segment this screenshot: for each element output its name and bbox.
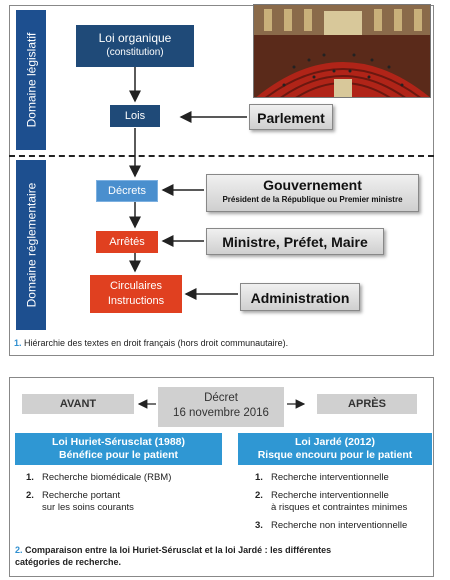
loi-organique-sublabel: (constitution) (106, 47, 164, 58)
regulatory-domain-bar: Domaine réglementaire (16, 160, 46, 330)
administration-label: Administration (250, 290, 350, 306)
left-law-header: Loi Huriet-Sérusclat (1988) Bénéfice pou… (15, 433, 222, 465)
decret-box: Décret 16 novembre 2016 (158, 387, 284, 427)
lois-label: Lois (124, 110, 146, 122)
right-law-header: Loi Jardé (2012) Risque encouru pour le … (238, 433, 432, 465)
ministre-box: Ministre, Préfet, Maire (206, 228, 384, 255)
legislative-domain-bar: Domaine législatif (16, 10, 46, 150)
figure-1-caption-number: 1. (14, 338, 22, 348)
left-research-list: 1.Recherche biomédicale (RBM) 2.Recherch… (26, 472, 221, 514)
figure-2-caption: 2. Comparaison entre la loi Huriet-Sérus… (15, 544, 430, 568)
loi-organique-box: Loi organique (constitution) (76, 25, 194, 67)
figure-1-connectors (129, 67, 247, 300)
figure-1-caption: 1. Hiérarchie des textes en droit frança… (14, 338, 429, 348)
left-law-subtitle: Bénéfice pour le patient (58, 449, 179, 461)
figure-2-caption-number: 2. (15, 545, 23, 555)
list-item: 1.Recherche interventionnelle (255, 472, 389, 483)
circulaires-box: Circulaires Instructions (90, 275, 182, 313)
figure-1-caption-text: Hiérarchie des textes en droit français … (24, 338, 289, 348)
apres-label-box: APRÈS (317, 394, 417, 414)
figure-2-caption-text-2: catégories de recherche. (15, 557, 122, 567)
parlement-box: Parlement (249, 104, 333, 130)
parliament-photo (253, 4, 431, 98)
list-item: 3.Recherche non interventionnelle (255, 520, 408, 531)
right-law-subtitle: Risque encouru pour le patient (257, 449, 413, 461)
figure-2-timeline-arrows (137, 399, 306, 409)
figure-2-caption-text-1: Comparaison entre la loi Huriet-Séruscla… (25, 545, 332, 555)
ministre-label: Ministre, Préfet, Maire (222, 234, 368, 250)
avant-label: AVANT (59, 398, 97, 410)
list-item: 1.Recherche biomédicale (RBM) (26, 472, 172, 483)
right-law-title: Loi Jardé (2012) (295, 436, 375, 448)
instructions-label: Instructions (107, 295, 165, 307)
loi-organique-label: Loi organique (98, 31, 172, 45)
apres-label: APRÈS (348, 398, 386, 410)
list-item: 2.Recherche interventionnelle (255, 490, 389, 501)
administration-box: Administration (240, 283, 360, 311)
figure-2-frame (9, 377, 434, 577)
domain-separator-line (9, 155, 434, 157)
circulaires-label: Circulaires (110, 280, 162, 292)
decrets-label: Décrets (108, 185, 146, 197)
arretes-label: Arrêtés (109, 236, 145, 248)
gouvernement-sublabel: Président de la République ou Premier mi… (222, 195, 403, 204)
lois-box: Lois (110, 105, 160, 127)
list-item-continuation: à risques et contraintes minimes (271, 502, 408, 513)
right-research-list: 1.Recherche interventionnelle 2.Recherch… (255, 472, 433, 532)
decrets-box: Décrets (96, 180, 158, 202)
parlement-label: Parlement (257, 110, 325, 126)
arretes-box: Arrêtés (96, 231, 158, 253)
avant-label-box: AVANT (22, 394, 134, 414)
decret-label: Décret (204, 392, 238, 404)
decret-date: 16 novembre 2016 (173, 407, 269, 419)
figure-1-frame (9, 5, 434, 356)
gouvernement-box: Gouvernement Président de la République … (206, 174, 419, 212)
list-item-continuation: sur les soins courants (42, 502, 134, 513)
gouvernement-label: Gouvernement (263, 177, 362, 193)
left-law-title: Loi Huriet-Sérusclat (1988) (51, 436, 186, 448)
list-item: 2.Recherche portant (26, 490, 121, 501)
